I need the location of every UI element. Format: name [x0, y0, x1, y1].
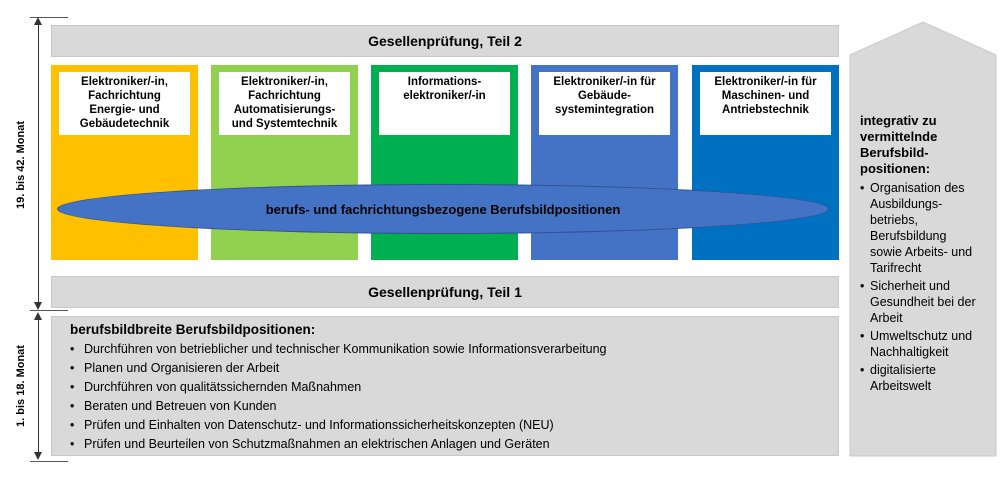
- list-item: digitalisierte Arbeitswelt: [860, 362, 994, 394]
- exam-part-2-bar: Gesellenprüfung, Teil 2: [51, 25, 839, 57]
- broad-positions-list: Durchführen von betrieblicher und techni…: [70, 340, 838, 454]
- specialization-column: Elektroniker/-in für Maschinen- und Antr…: [692, 65, 839, 260]
- specialization-label: Informations- elektroniker/-in: [379, 72, 510, 135]
- arrow-down-icon: [34, 452, 42, 460]
- exam-part-2-label: Gesellenprüfung, Teil 2: [368, 33, 522, 49]
- list-item: Umweltschutz und Nachhaltigkeit: [860, 328, 994, 360]
- specialization-label: Elektroniker/-in, Fachrichtung Automatis…: [219, 72, 350, 135]
- list-item: Prüfen und Einhalten von Datenschutz- un…: [70, 416, 838, 435]
- arrow-up-icon: [34, 312, 42, 320]
- broad-positions-title: berufsbildbreite Berufsbildpositionen:: [70, 322, 316, 337]
- axis-tick-bottom: [30, 461, 68, 462]
- profession-specific-ellipse: berufs- und fachrichtungsbezogene Berufs…: [57, 184, 829, 234]
- specialization-label: Elektroniker/-in, Fachrichtung Energie- …: [59, 72, 190, 135]
- integrative-positions-list: Organisation des Ausbildungs- betriebs, …: [860, 180, 994, 394]
- specialization-column: Elektroniker/-in, Fachrichtung Energie- …: [51, 65, 198, 260]
- list-item: Organisation des Ausbildungs- betriebs, …: [860, 180, 994, 276]
- exam-part-1-bar: Gesellenprüfung, Teil 1: [51, 276, 839, 308]
- integrative-positions-title: integrativ zu vermittelnde Berufsbild- p…: [860, 113, 938, 176]
- broad-positions-panel: berufsbildbreite Berufsbildpositionen: D…: [51, 316, 839, 456]
- list-item: Prüfen und Beurteilen von Schutzmaßnahme…: [70, 435, 838, 454]
- exam-part-1-label: Gesellenprüfung, Teil 1: [368, 284, 522, 300]
- ellipse-label: berufs- und fachrichtungsbezogene Berufs…: [265, 201, 621, 217]
- list-item: Durchführen von qualitätssichernden Maßn…: [70, 378, 838, 397]
- arrow-up-icon: [34, 17, 42, 25]
- axis-tick-top: [30, 17, 68, 18]
- axis-line-upper: [38, 24, 39, 303]
- list-item: Beraten und Betreuen von Kunden: [70, 397, 838, 416]
- axis-tick-middle: [30, 310, 68, 311]
- list-item: Sicherheit und Gesundheit bei der Arbeit: [860, 278, 994, 326]
- integrative-positions-panel: integrativ zu vermittelnde Berufsbild- p…: [848, 20, 998, 458]
- specialization-label: Elektroniker/-in für Gebäude- systeminte…: [539, 72, 670, 135]
- list-item: Durchführen von betrieblicher und techni…: [70, 340, 838, 359]
- arrow-down-icon: [34, 302, 42, 310]
- list-item: Planen und Organisieren der Arbeit: [70, 359, 838, 378]
- axis-line-lower: [38, 319, 39, 453]
- specialization-label: Elektroniker/-in für Maschinen- und Antr…: [700, 72, 831, 135]
